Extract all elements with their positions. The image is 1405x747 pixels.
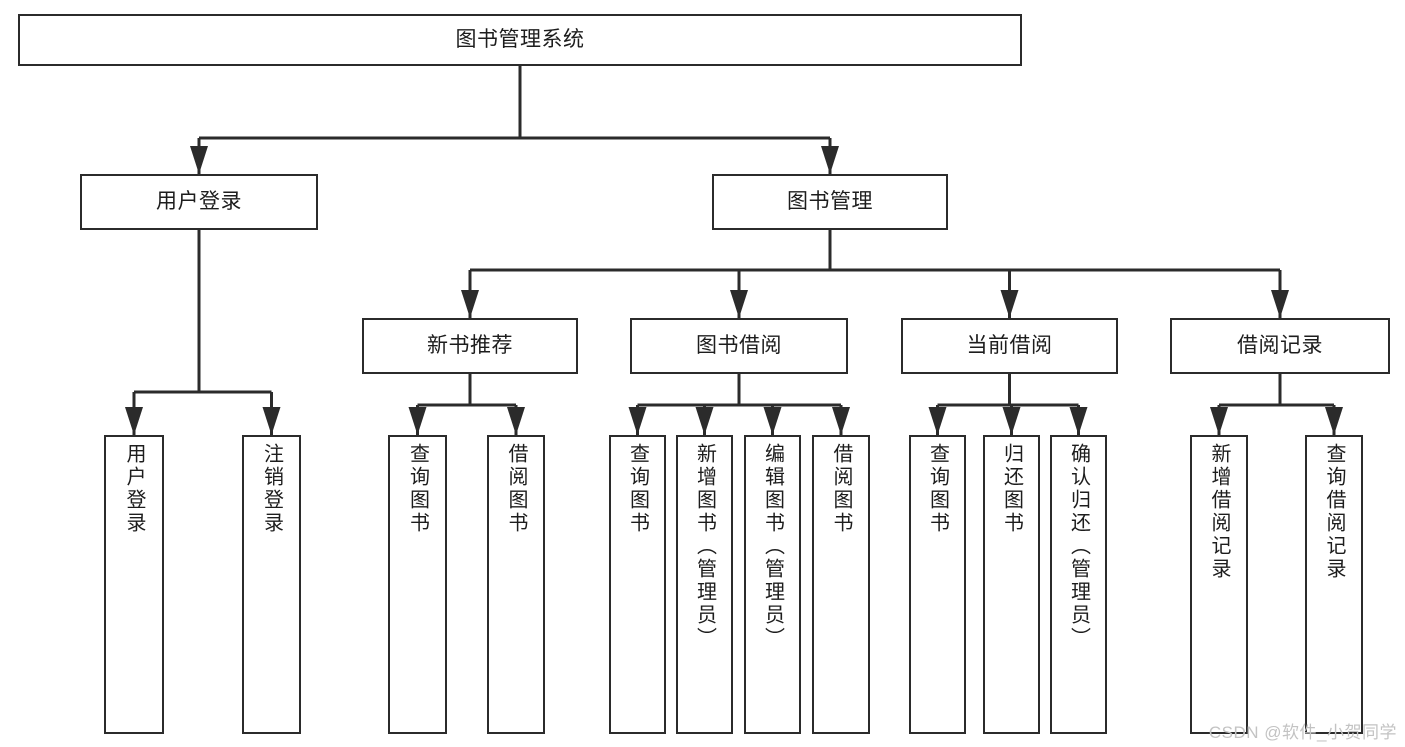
node-label: 用户登录: [156, 189, 242, 213]
node-label: 新增图书（管理员）: [693, 443, 716, 650]
node-leaf-user-login: 用户登录: [104, 435, 164, 734]
node-root: 图书管理系统: [18, 14, 1022, 66]
node-leaf-bb-edit: 编辑图书（管理员）: [744, 435, 801, 734]
node-label: 借阅图书: [830, 443, 852, 535]
node-leaf-bb-add: 新增图书（管理员）: [676, 435, 733, 734]
node-leaf-cb-confirm: 确认归还（管理员）: [1050, 435, 1107, 734]
node-leaf-bb-borrow: 借阅图书: [812, 435, 870, 734]
node-label: 注销登录: [260, 443, 283, 535]
node-book-borrow: 图书借阅: [630, 318, 848, 374]
node-user-login: 用户登录: [80, 174, 318, 230]
node-leaf-rec-query: 查询图书: [388, 435, 447, 734]
node-label: 查询借阅记录: [1323, 443, 1345, 581]
node-label: 借阅记录: [1237, 333, 1323, 357]
node-label: 查询图书: [406, 443, 429, 535]
node-leaf-cb-query: 查询图书: [909, 435, 966, 734]
node-label: 新增借阅记录: [1208, 443, 1230, 581]
node-label: 借阅图书: [505, 443, 527, 535]
node-label: 图书管理: [787, 189, 873, 213]
node-label: 新书推荐: [427, 333, 513, 357]
csdn-watermark: CSDN @软件_小贺同学: [1208, 723, 1397, 742]
node-label: 图书借阅: [696, 333, 782, 357]
node-leaf-cb-return: 归还图书: [983, 435, 1040, 734]
node-label: 确认归还（管理员）: [1067, 443, 1090, 650]
node-book-manage: 图书管理: [712, 174, 948, 230]
node-leaf-bb-query: 查询图书: [609, 435, 666, 734]
node-borrow-record: 借阅记录: [1170, 318, 1390, 374]
node-current-borrow: 当前借阅: [901, 318, 1118, 374]
node-label: 图书管理系统: [455, 27, 585, 51]
node-label: 查询图书: [926, 443, 949, 535]
node-leaf-br-add: 新增借阅记录: [1190, 435, 1248, 734]
node-label: 查询图书: [626, 443, 649, 535]
node-label: 用户登录: [123, 443, 145, 535]
node-leaf-rec-borrow: 借阅图书: [487, 435, 545, 734]
node-new-book-rec: 新书推荐: [362, 318, 578, 374]
node-leaf-br-query: 查询借阅记录: [1305, 435, 1363, 734]
node-label: 编辑图书（管理员）: [761, 443, 784, 650]
node-label: 归还图书: [1000, 443, 1023, 535]
node-leaf-user-logout: 注销登录: [242, 435, 301, 734]
node-label: 当前借阅: [966, 333, 1053, 357]
